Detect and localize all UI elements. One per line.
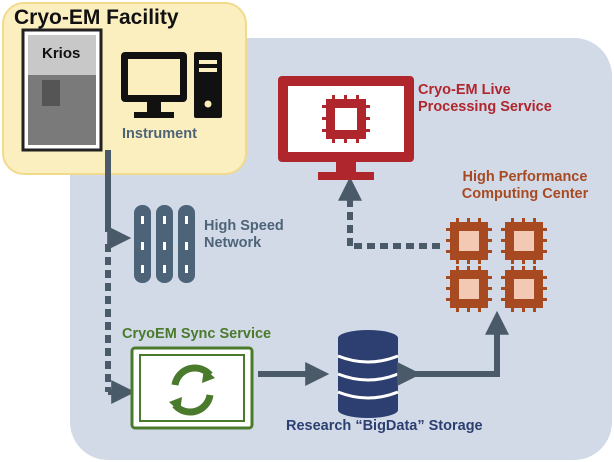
storage-database-icon <box>337 330 399 418</box>
live-service-label: Cryo-EM Live Processing Service <box>418 82 552 115</box>
storage-label: Research “BigData” Storage <box>286 418 483 434</box>
krios-label: Krios <box>42 45 81 62</box>
hpc-label: High Performance Computing Center <box>461 169 589 202</box>
hpc-chips-icon <box>446 218 547 312</box>
instrument-to-network-arrow <box>105 150 132 250</box>
krios-microscope-icon <box>21 28 103 152</box>
live-processing-monitor-icon <box>278 76 414 180</box>
network-switch-icon <box>134 205 195 283</box>
hpc-to-live-arrow <box>338 176 440 249</box>
network-label: High Speed Network <box>204 218 284 251</box>
instrument-computer-icon <box>121 52 222 118</box>
facility-title: Cryo-EM Facility <box>14 6 179 29</box>
sync-service-label: CryoEM Sync Service <box>122 326 272 342</box>
instrument-label: Instrument <box>122 126 197 142</box>
network-to-sync-arrow <box>105 244 136 404</box>
sync-service-icon <box>130 346 254 430</box>
storage-hpc-arrow <box>397 310 509 386</box>
